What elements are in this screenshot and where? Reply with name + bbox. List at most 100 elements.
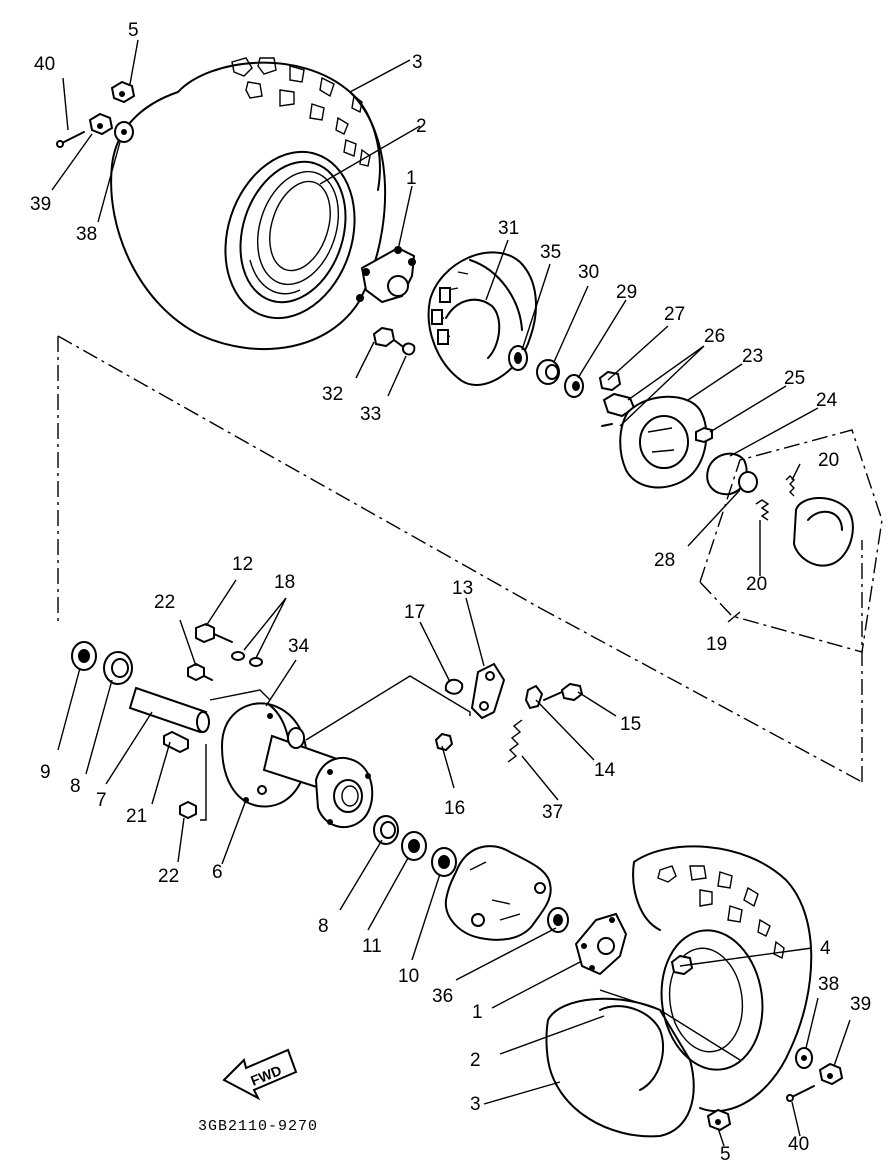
- fwd-arrow: FWD: [222, 1048, 298, 1101]
- callout-26: 26: [704, 326, 725, 347]
- callout-17: 17: [404, 602, 425, 623]
- spring-37: [507, 719, 523, 763]
- callout-19: 19: [706, 634, 727, 655]
- spring-20-lower: [755, 499, 770, 521]
- hub-24: [706, 452, 758, 496]
- callout-39-top: 39: [30, 194, 51, 215]
- nut-39-top: [88, 112, 114, 136]
- callout-35: 35: [540, 242, 561, 263]
- bolt-25: [695, 426, 713, 444]
- callout-13: 13: [452, 578, 473, 599]
- callout-5-bottom: 5: [720, 1144, 731, 1165]
- callout-22-lower: 22: [158, 866, 179, 887]
- callout-39-bottom: 39: [850, 994, 871, 1015]
- callout-40-bottom: 40: [788, 1134, 809, 1155]
- bolt-22-lower: [179, 800, 197, 820]
- bolt-12: [195, 622, 233, 644]
- callout-36: 36: [432, 986, 453, 1007]
- final-gear-case: [444, 845, 552, 941]
- bolt-15: [543, 682, 584, 702]
- washer-38-top: [114, 121, 134, 143]
- callout-28: 28: [654, 550, 675, 571]
- callout-21: 21: [126, 806, 147, 827]
- callout-16: 16: [444, 798, 465, 819]
- spacer-7: [128, 686, 210, 734]
- spring-20-upper: [785, 475, 795, 497]
- washer-29: [564, 374, 584, 398]
- leader-lines: [51, 39, 851, 1147]
- brake-drum-31: [427, 251, 537, 386]
- bolt-22-upper: [187, 662, 213, 682]
- cotter-pin-40-bottom: [786, 1085, 815, 1102]
- clip-33: [402, 342, 416, 356]
- callout-7: 7: [96, 790, 107, 811]
- callout-27: 27: [664, 304, 685, 325]
- callout-1-top: 1: [406, 168, 417, 189]
- brake-arm-13: [470, 662, 506, 720]
- callout-33: 33: [360, 404, 381, 425]
- bearing-8-right: [373, 815, 399, 845]
- callout-31: 31: [498, 218, 519, 239]
- callout-23: 23: [742, 346, 763, 367]
- cotter-pin-40-top: [56, 131, 85, 148]
- hub-lower: [574, 912, 628, 976]
- bearing-8-left: [103, 651, 133, 685]
- callout-25: 25: [784, 368, 805, 389]
- callout-30: 30: [578, 262, 599, 283]
- callout-37: 37: [542, 802, 563, 823]
- callout-12: 12: [232, 554, 253, 575]
- callout-14: 14: [594, 760, 616, 781]
- lower-tire: [545, 845, 813, 1138]
- callout-11: 11: [362, 936, 382, 957]
- seal-36: [547, 907, 569, 933]
- callout-3-bottom: 3: [470, 1094, 481, 1115]
- hub-flange: [314, 756, 374, 829]
- callout-22-upper: 22: [154, 592, 175, 613]
- callout-38-bottom: 38: [818, 974, 839, 995]
- brake-housing-23: [619, 395, 708, 489]
- callout-38-top: 38: [76, 224, 97, 245]
- brake-shoe-group-19: [699, 429, 883, 653]
- bearing-10: [431, 847, 457, 877]
- upper-tire: [110, 57, 387, 351]
- clip-17: [444, 678, 464, 695]
- washer-18: [231, 651, 263, 667]
- callout-8-right: 8: [318, 916, 329, 937]
- grease-nipple-21: [163, 730, 189, 754]
- nut-16: [434, 732, 454, 752]
- callout-4: 4: [820, 938, 831, 959]
- callout-10: 10: [398, 966, 419, 987]
- callout-18: 18: [274, 572, 295, 593]
- callout-29: 29: [616, 282, 637, 303]
- axle-line-diag: [57, 335, 541, 609]
- callout-5-top: 5: [128, 20, 139, 41]
- nut-27: [598, 370, 622, 392]
- nut-5-top: [110, 80, 136, 104]
- callout-32: 32: [322, 384, 343, 405]
- bracket-lines: [200, 689, 271, 821]
- callout-20-upper: 20: [818, 450, 839, 471]
- callout-40-top: 40: [34, 54, 55, 75]
- hub-upper: [356, 246, 416, 304]
- bolt-32: [372, 326, 403, 348]
- callout-2-bottom: 2: [470, 1050, 481, 1071]
- callout-8-left: 8: [70, 776, 81, 797]
- washer-38-bottom: [795, 1047, 813, 1069]
- callout-labels: 40 5 3 2 39 38 1 31 35 30 29 27 26 23 25…: [30, 20, 871, 1165]
- callout-3-top: 3: [412, 52, 423, 73]
- seal-35: [508, 345, 528, 371]
- callout-1-bottom: 1: [472, 1002, 483, 1023]
- bearing-30: [536, 359, 560, 385]
- callout-15: 15: [620, 714, 641, 735]
- brake-rod-line: [305, 675, 471, 741]
- callout-34: 34: [288, 636, 310, 657]
- axle-line-lower: [539, 607, 863, 783]
- lower-axle-line: [599, 989, 741, 1061]
- nut-39-bottom: [818, 1062, 844, 1086]
- nut-5-bottom: [706, 1108, 732, 1132]
- brake-shoe: [792, 496, 854, 567]
- callout-20-lower: 20: [746, 574, 767, 595]
- seal-9: [71, 641, 97, 671]
